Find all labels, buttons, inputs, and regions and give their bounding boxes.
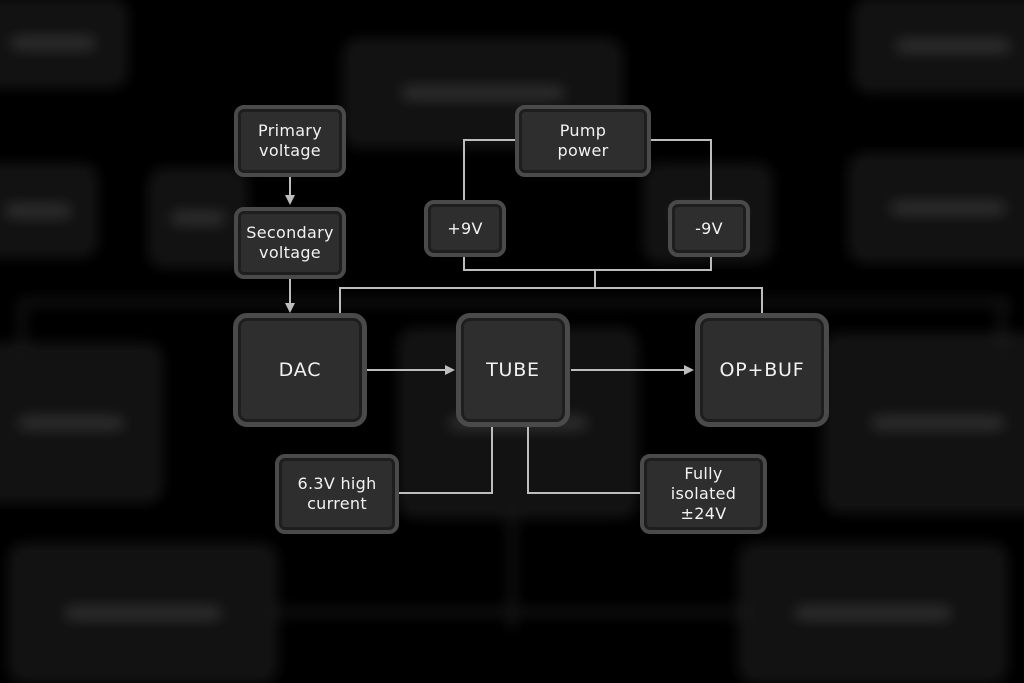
ghost-block (825, 335, 1024, 511)
ghost-block (0, 0, 126, 86)
ghost-block (0, 345, 161, 501)
ghost-block (850, 155, 1024, 261)
node-op-buf: OP+BUF (695, 313, 829, 427)
wire-tube-to-isolated (527, 427, 641, 494)
node-minus-9v: -9V (668, 200, 750, 257)
ghost-block (150, 170, 246, 266)
node-pump-power: Pump power (515, 105, 651, 177)
node-tube: TUBE (456, 313, 570, 427)
node-secondary-voltage: Secondary voltage (234, 207, 346, 279)
ghost-wire (510, 510, 514, 630)
wire-rails-merge (463, 256, 712, 271)
wire-pump-to-minus9 (650, 139, 712, 200)
node-primary-voltage: Primary voltage (234, 105, 346, 177)
ghost-block (0, 165, 96, 256)
node-dac: DAC (233, 313, 367, 427)
wire-tube-to-heater (398, 427, 493, 494)
ghost-wire (20, 300, 24, 350)
node-isolated-24v: Fully isolated ±24V (640, 454, 767, 534)
ghost-block (10, 545, 276, 681)
ghost-wire (1000, 300, 1004, 350)
node-plus-9v: +9V (424, 200, 506, 257)
ghost-block (855, 0, 1024, 91)
ghost-wire (20, 300, 1010, 304)
node-heater-6v3: 6.3V high current (275, 454, 399, 534)
wire-pump-to-plus9 (463, 139, 516, 200)
wire-rails-bus (339, 287, 763, 314)
ghost-wire (270, 610, 750, 614)
